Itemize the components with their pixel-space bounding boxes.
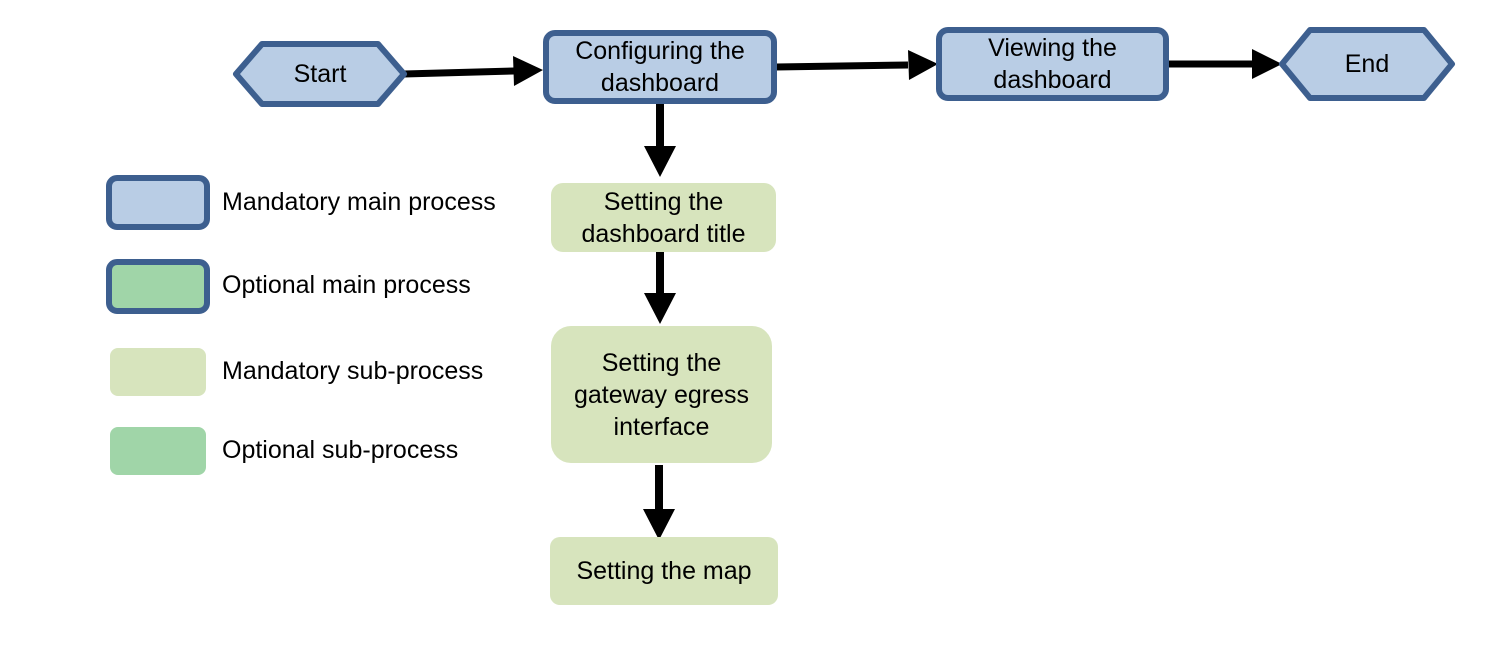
map-subprocess-node — [550, 537, 778, 605]
view-label: Viewing the dashboard — [988, 34, 1117, 94]
arrows — [403, 49, 1282, 540]
title-subprocess-node — [551, 183, 776, 252]
gateway-subprocess-label: Setting the gateway egress interface — [573, 348, 750, 441]
arrow-configure-to-view — [775, 61, 909, 71]
legend-swatch-optional-sub — [110, 427, 206, 475]
legend-swatch-optional-main — [106, 259, 210, 314]
arrowhead-start-to-configure — [513, 56, 543, 86]
map-subprocess-label: Setting the map — [576, 557, 752, 585]
title-subprocess-label: Setting the dashboard title — [581, 187, 746, 248]
arrowhead-configure-to-title — [644, 146, 676, 177]
end-label: End — [1344, 50, 1390, 78]
view-node — [936, 27, 1169, 101]
start-node — [233, 41, 407, 107]
legend-label-optional-sub: Optional sub-process — [222, 436, 459, 464]
arrowhead-title-to-gateway — [644, 293, 676, 324]
start-label: Start — [293, 60, 347, 88]
legend-label-mandatory-main: Mandatory main process — [222, 188, 496, 216]
legend-swatch-mandatory-sub — [110, 348, 206, 396]
legend-swatch-mandatory-main — [106, 175, 210, 230]
legend-label-mandatory-sub: Mandatory sub-process — [222, 357, 484, 385]
configure-label: Configuring the dashboard — [575, 37, 745, 97]
arrowhead-gateway-to-map — [643, 509, 675, 540]
arrowhead-configure-to-view — [908, 50, 938, 80]
legend-label-optional-main: Optional main process — [222, 271, 471, 299]
configure-node — [543, 30, 777, 104]
gateway-subprocess-node — [551, 326, 772, 463]
end-node — [1279, 27, 1455, 101]
arrow-start-to-configure — [403, 67, 515, 78]
arrowhead-view-to-end — [1252, 49, 1282, 79]
